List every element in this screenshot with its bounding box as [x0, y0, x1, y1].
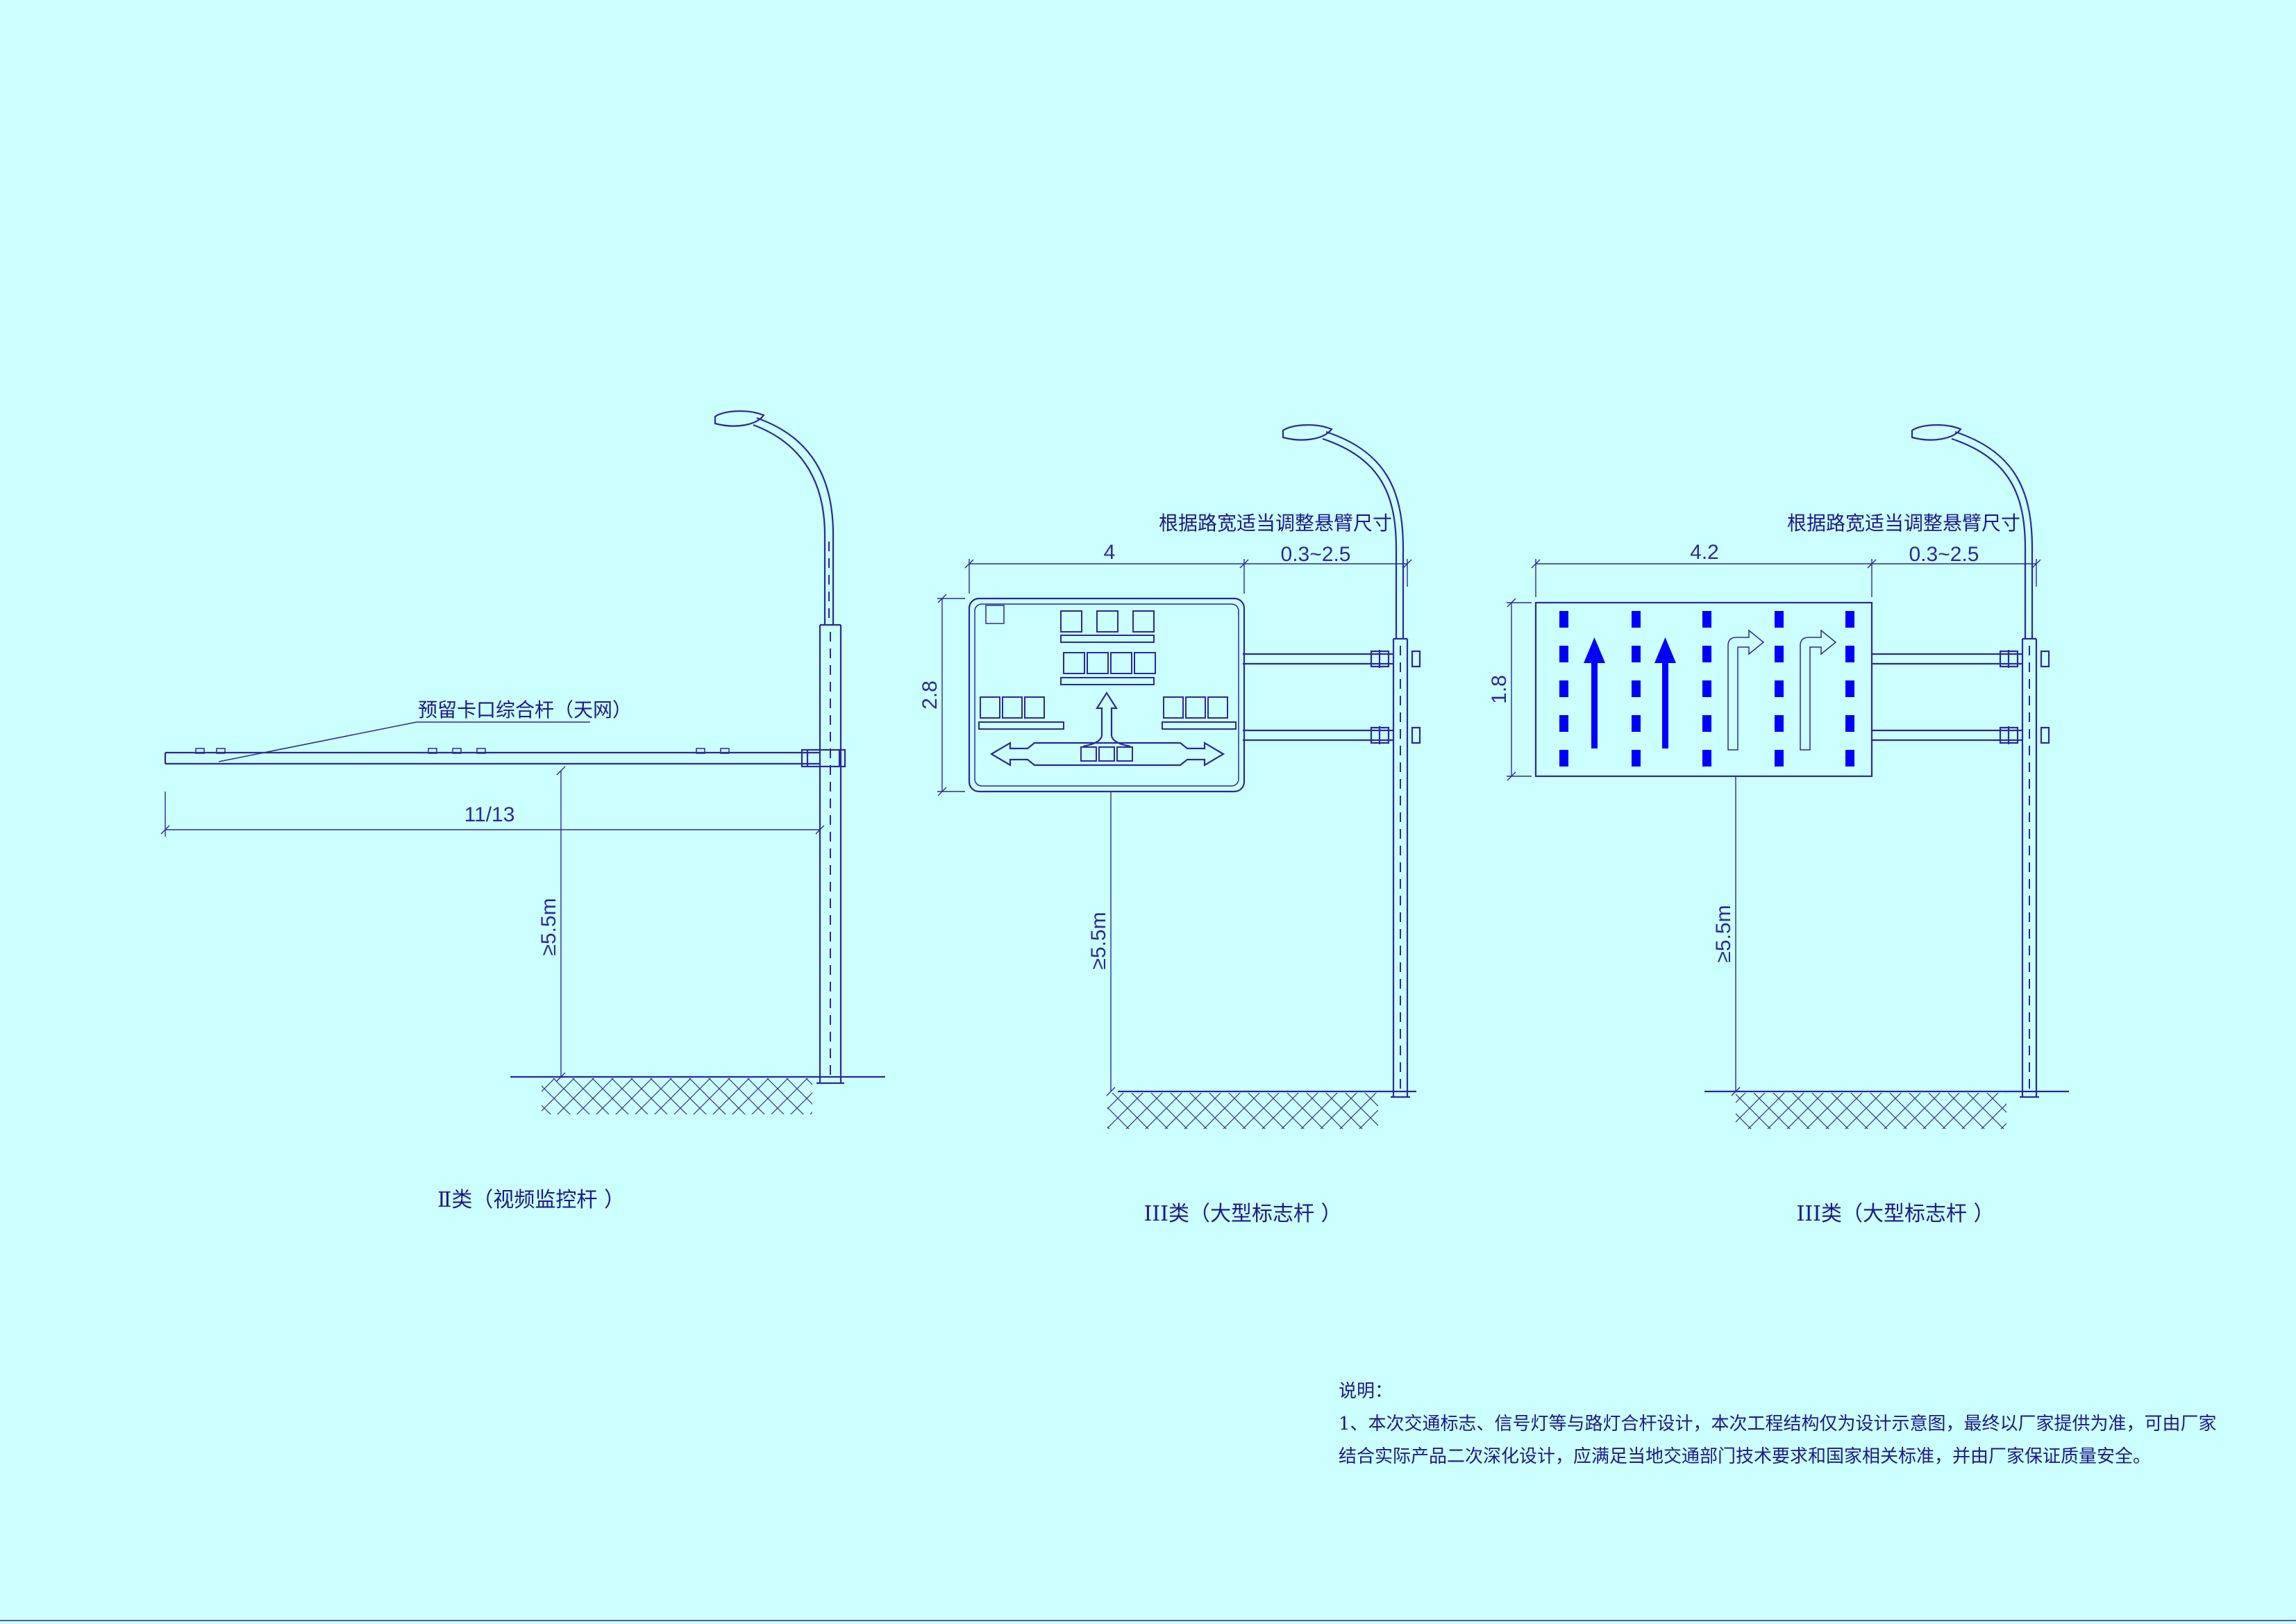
- sign-width-dimension: [1531, 559, 2041, 597]
- lane-sign-board: [1534, 601, 1873, 778]
- lane-arrow-right-turn: [1727, 629, 1765, 751]
- sign-height-label: 1.8: [1488, 675, 1511, 704]
- lane-dash: [1559, 750, 1568, 767]
- street-lamp: [1911, 424, 2034, 639]
- sign-arms: [1243, 650, 1421, 744]
- lane-dash: [1845, 680, 1854, 697]
- sign-width-label: 4.2: [1690, 541, 1719, 564]
- height-dimension: [556, 766, 566, 1082]
- lane-arrow-straight: [1654, 637, 1676, 748]
- lane-dash: [1559, 646, 1568, 662]
- street-lamp: [714, 410, 835, 625]
- pole-ii-group: 预留卡口综合杆（天网） 11/13 ≥5.5m Ⅱ类（视频监控杆 ）: [160, 410, 885, 1212]
- lane-dash: [1632, 680, 1641, 697]
- lane-dash: [1559, 611, 1568, 628]
- arm-length-label: 11/13: [464, 803, 515, 826]
- ground-hatch: [1704, 1090, 2069, 1129]
- sign-height-label: 2.8: [919, 680, 941, 710]
- offset-label: 0.3~2.5: [1281, 543, 1351, 566]
- pole-iii-b-group: 4.2 0.3~2.5 根据路宽适当调整悬臂尺寸 1.8 ≥5.5m III类（…: [1488, 424, 2069, 1226]
- pole-shaft: [816, 623, 844, 1085]
- lane-dash: [1845, 646, 1854, 662]
- arm-length-dimension: [160, 792, 825, 837]
- height-dimension: [1106, 792, 1116, 1096]
- street-lamp: [1282, 424, 1405, 639]
- lane-dash: [1702, 680, 1711, 697]
- callout-label: 预留卡口综合杆（天网）: [418, 698, 632, 721]
- lane-dash: [1702, 715, 1711, 732]
- guide-sign-board: [968, 597, 1246, 793]
- lane-dash: [1632, 750, 1641, 767]
- lane-dash: [1702, 611, 1711, 628]
- lane-arrow-straight: [1584, 637, 1605, 748]
- pole-shaft: [2020, 637, 2039, 1098]
- lane-dash: [1559, 680, 1568, 697]
- ground-hatch: [1107, 1090, 1416, 1129]
- offset-label: 0.3~2.5: [1909, 543, 1979, 566]
- notes-line-2: 结合实际产品二次深化设计，应满足当地交通部门技术要求和国家相关标准，并由厂家保证…: [1339, 1446, 2151, 1467]
- callout-leader: [218, 721, 590, 762]
- lane-dash: [1775, 680, 1784, 697]
- notes-line-1: 1、本次交通标志、信号灯等与路灯合杆设计，本次工程结构仅为设计示意图，最终以厂家…: [1339, 1414, 2217, 1434]
- pole-shaft: [1391, 637, 1410, 1098]
- lane-dash: [1775, 750, 1784, 767]
- sign-arms: [1872, 650, 2050, 744]
- lane-dash: [1702, 750, 1711, 767]
- lane-dash: [1632, 646, 1641, 662]
- lane-dash: [1845, 611, 1854, 628]
- lane-dash: [1702, 646, 1711, 662]
- height-label: ≥5.5m: [1087, 912, 1110, 969]
- height-dimension: [1731, 776, 1741, 1096]
- lane-dash: [1845, 715, 1854, 732]
- height-label: ≥5.5m: [537, 898, 560, 955]
- height-label: ≥5.5m: [1712, 905, 1735, 962]
- sign-width-label: 4: [1104, 541, 1116, 564]
- lane-dash: [1632, 611, 1641, 628]
- sign-corner-mark: [985, 605, 1005, 624]
- lane-dash: [1775, 715, 1784, 732]
- sign-height-dimension: [1507, 598, 1532, 781]
- lane-dash: [1845, 750, 1854, 767]
- adjust-note: 根据路宽适当调整悬臂尺寸: [1159, 512, 1392, 535]
- notes-title: 说明：: [1339, 1381, 1393, 1402]
- sign-height-dimension: [937, 594, 965, 796]
- pole-ii-caption: Ⅱ类（视频监控杆 ）: [437, 1188, 625, 1212]
- lane-dash: [1632, 715, 1641, 732]
- lane-dash: [1559, 715, 1568, 732]
- lane-dash: [1775, 646, 1784, 662]
- pole-iii-b-caption: III类（大型标志杆 ）: [1796, 1202, 1994, 1226]
- sign-width-dimension: [964, 559, 1412, 594]
- pole-iii-a-caption: III类（大型标志杆 ）: [1143, 1202, 1341, 1226]
- adjust-note: 根据路宽适当调整悬臂尺寸: [1787, 512, 2020, 535]
- lane-divider-dashes: [1559, 611, 1854, 767]
- pole-iii-a-group: 4 0.3~2.5 根据路宽适当调整悬臂尺寸 2.8 ≥5.5m III类（大型…: [919, 424, 1421, 1226]
- lane-arrow-right-turn: [1800, 629, 1837, 751]
- lane-dash: [1775, 611, 1784, 628]
- design-notes: 说明： 1、本次交通标志、信号灯等与路灯合杆设计，本次工程结构仅为设计示意图，最…: [1339, 1381, 2217, 1467]
- ground-hatch: [510, 1075, 885, 1114]
- cantilever-arm: [164, 748, 846, 768]
